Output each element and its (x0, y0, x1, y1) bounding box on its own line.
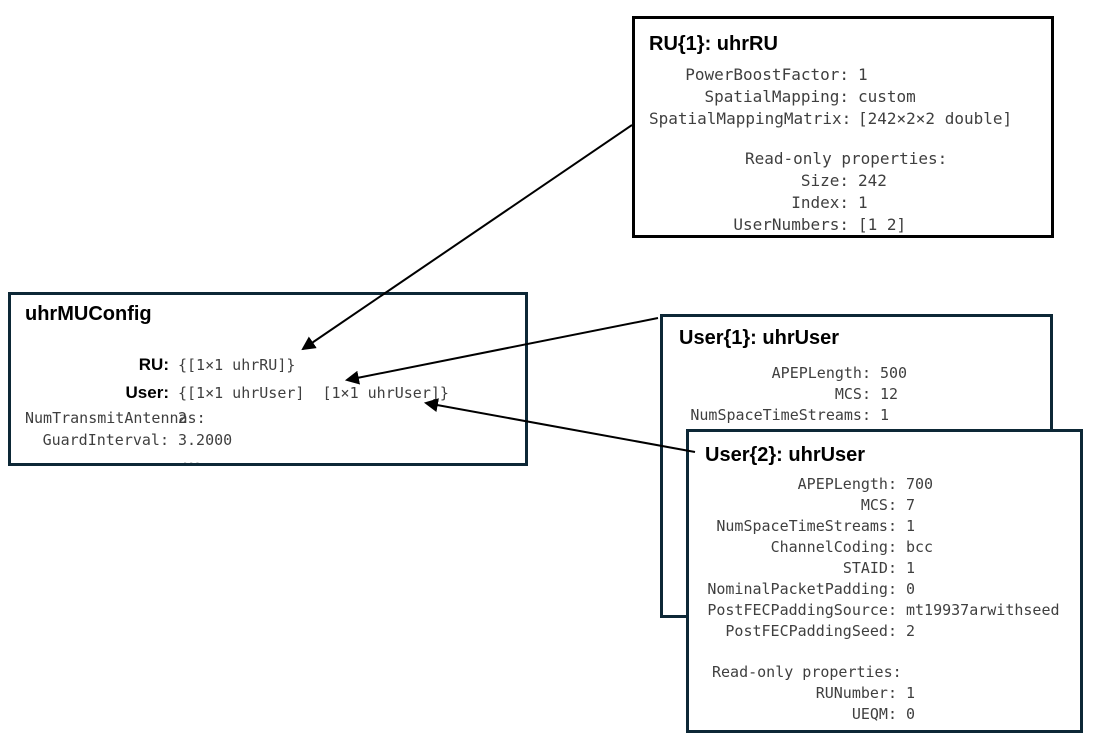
property-name: Index (649, 192, 849, 214)
blank-line (649, 130, 1051, 148)
property-row: Index 1 (649, 192, 1051, 214)
user2-box-properties: APEPLength 700 MCS 7 NumSpaceTimeStreams… (705, 474, 1080, 725)
property-row: APEPLength 500 (679, 363, 1050, 384)
property-value: 2 (178, 409, 188, 427)
property-value: 12 (880, 385, 899, 403)
property-row: NumTransmitAntennas 2 (25, 407, 525, 429)
user-property-value: {[1×1 uhrUser] [1×1 uhrUser]} (178, 384, 449, 402)
property-value: 1 (906, 559, 916, 577)
property-name: RUNumber (705, 683, 897, 704)
user2-box-title: User{2}: uhrUser (705, 444, 866, 466)
property-name: PostFECPaddingSeed (705, 621, 897, 642)
property-value: 700 (906, 475, 934, 493)
property-row: GuardInterval 3.2000 (25, 429, 525, 451)
property-row: NominalPacketPadding 0 (705, 579, 1080, 600)
property-value: 500 (880, 364, 908, 382)
user1-box-title: User{1}: uhrUser (679, 327, 840, 349)
readonly-properties-header: Read-only properties: (712, 663, 902, 681)
ru-box-title: RU{1}: uhrRU (649, 33, 778, 55)
property-name: Size (649, 170, 849, 192)
property-value: 2 (906, 622, 916, 640)
property-value: 242 (858, 171, 887, 190)
property-row: PowerBoostFactor 1 (649, 64, 1051, 86)
user-property-row: User {[1×1 uhrUser] [1×1 uhrUser]} (25, 379, 525, 407)
property-row: SpatialMapping custom (649, 86, 1051, 108)
ru-object-box: RU{1}: uhrRU PowerBoostFactor 1 SpatialM… (632, 16, 1054, 238)
property-row: UEQM 0 (705, 704, 1080, 725)
blank-line (705, 642, 1080, 662)
property-row: STAID 1 (705, 558, 1080, 579)
property-value: 3.2000 (178, 431, 233, 449)
property-value: 1 (880, 406, 890, 424)
spacer (25, 327, 525, 351)
property-name: APEPLength (705, 474, 897, 495)
property-value: 7 (906, 496, 916, 514)
property-name: STAID (705, 558, 897, 579)
property-name: NominalPacketPadding (705, 579, 897, 600)
property-value: 0 (906, 705, 916, 723)
property-value: 0 (906, 580, 916, 598)
user2-object-box: User{2}: uhrUser APEPLength 700 MCS 7 Nu… (686, 429, 1083, 733)
property-row: NumSpaceTimeStreams 1 (705, 516, 1080, 537)
property-name: GuardInterval (25, 429, 169, 451)
property-name: ChannelCoding (705, 537, 897, 558)
ru-property-value: {[1×1 uhrRU]} (178, 356, 296, 374)
property-name: PowerBoostFactor (649, 64, 849, 86)
property-value: bcc (906, 538, 934, 556)
ellipsis-row: ... (25, 451, 525, 466)
readonly-properties-header: Read-only properties: (745, 149, 948, 168)
property-row: UserNumbers [1 2] (649, 214, 1051, 235)
property-name: MCS (679, 384, 871, 405)
property-name: UEQM (705, 704, 897, 725)
mu-config-box: uhrMUConfig RU {[1×1 uhrRU]} User {[1×1 … (8, 292, 528, 466)
property-row: PostFECPaddingSeed 2 (705, 621, 1080, 642)
property-row: PostFECPaddingSource mt19937arwithseed (705, 600, 1080, 621)
property-row: NumSpaceTimeStreams 1 (679, 405, 1050, 426)
property-value: custom (858, 87, 916, 106)
property-name: MCS (705, 495, 897, 516)
property-name: PostFECPaddingSource (705, 600, 897, 621)
property-row: MCS 12 (679, 384, 1050, 405)
user1-box-properties: APEPLength 500 MCS 12 NumSpaceTimeStream… (679, 363, 1050, 426)
property-value: [242×2×2 double] (858, 109, 1013, 128)
property-row: SpatialMappingMatrix [242×2×2 double] (649, 108, 1051, 130)
ellipsis-text: ... (183, 452, 202, 466)
property-row: ChannelCoding bcc (705, 537, 1080, 558)
property-name: NumTransmitAntennas (25, 407, 197, 429)
ru-box-properties: PowerBoostFactor 1 SpatialMapping custom… (649, 64, 1051, 235)
property-name: SpatialMapping (649, 86, 849, 108)
property-value: 1 (858, 193, 868, 212)
property-name: NumSpaceTimeStreams (705, 516, 897, 537)
property-name: NumSpaceTimeStreams (679, 405, 871, 426)
property-value: [1 2] (858, 215, 907, 234)
ru-property-row: RU {[1×1 uhrRU]} (25, 351, 525, 379)
property-row: RUNumber 1 (705, 683, 1080, 704)
user-property-name: User (25, 379, 169, 407)
property-name: APEPLength (679, 363, 871, 384)
ru-property-name: RU (25, 351, 169, 379)
property-name: UserNumbers (649, 214, 849, 235)
mu-config-title: uhrMUConfig (25, 303, 152, 325)
property-value: 1 (858, 65, 868, 84)
property-name: SpatialMappingMatrix (649, 108, 849, 130)
property-row: Size 242 (649, 170, 1051, 192)
property-value: 1 (906, 684, 916, 702)
property-value: mt19937arwithseed (906, 601, 1060, 619)
property-row: APEPLength 700 (705, 474, 1080, 495)
property-value: 1 (906, 517, 916, 535)
property-row: MCS 7 (705, 495, 1080, 516)
